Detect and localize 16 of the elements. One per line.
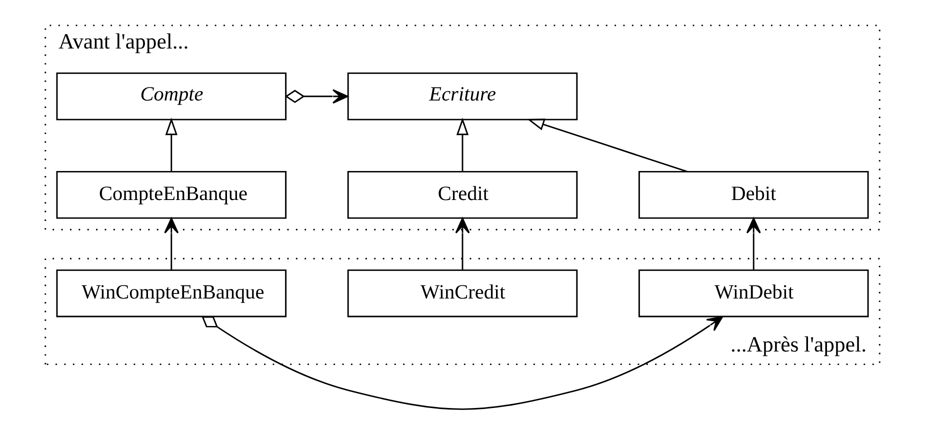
arrow	[746, 218, 761, 270]
arrow	[527, 118, 688, 172]
node-box: Debit	[638, 170, 869, 219]
arrow	[165, 118, 178, 172]
node-box: Ecriture	[347, 72, 578, 120]
node-box: Credit	[347, 170, 578, 219]
arrow	[284, 89, 348, 104]
arrow	[456, 118, 469, 172]
node-box: CompteEnBanque	[56, 170, 287, 219]
node-box: WinDebit	[638, 269, 869, 318]
node-box: WinCredit	[347, 269, 578, 318]
arrow	[202, 316, 724, 410]
node-box: WinCompteEnBanque	[56, 269, 287, 318]
arrow	[164, 218, 179, 270]
node-box: Compte	[56, 72, 287, 120]
arrow	[455, 218, 470, 270]
